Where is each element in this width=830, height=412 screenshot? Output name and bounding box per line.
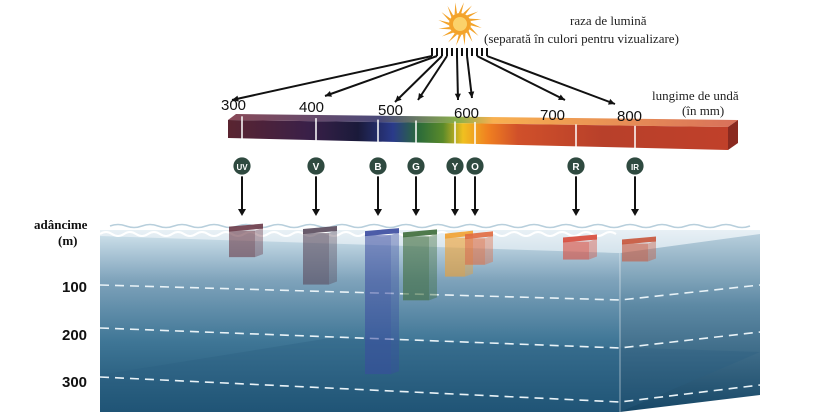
- penetration-column-ir: [622, 236, 656, 262]
- wavelength-label-line1: lungime de undă: [652, 88, 739, 103]
- band-marker-b: B: [367, 119, 389, 216]
- source-label-line1: raza de lumină: [570, 13, 647, 28]
- band-badge: [464, 155, 486, 177]
- band-marker-o: O: [464, 121, 486, 216]
- arrow-down-icon: [451, 209, 459, 216]
- light-ray-arrow: [456, 55, 459, 101]
- water-floor: [100, 338, 760, 412]
- wavelength-tick-labels: 300 400 500 600 700 800: [221, 97, 642, 125]
- light-ray-arrow: [324, 55, 438, 97]
- light-rays: [231, 55, 616, 105]
- penetration-column-uv: [229, 223, 263, 258]
- band-badge: [367, 155, 389, 177]
- band-code-label: Y: [452, 162, 459, 173]
- light-ray-arrow: [417, 55, 448, 101]
- penetration-column-g: [403, 229, 437, 301]
- arrow-head-icon: [608, 98, 615, 105]
- band-marker-v: V: [305, 118, 327, 216]
- spectrum-bar-front: [228, 120, 728, 150]
- water-front-face: [100, 236, 620, 412]
- band-badge: [444, 155, 466, 177]
- penetration-column-v: [303, 226, 337, 285]
- light-ray-arrow: [394, 55, 443, 103]
- band-marker-y: Y: [444, 121, 466, 216]
- depth-label-line1: adâncime: [34, 217, 88, 232]
- band-marker-g: G: [405, 120, 427, 216]
- depth-tick: 100: [62, 279, 87, 296]
- light-ray-arrow: [466, 55, 473, 99]
- wavelength-tick: 800: [617, 108, 642, 125]
- depth-tick: 200: [62, 327, 87, 344]
- light-ray-arrow: [486, 55, 616, 105]
- depth-label-line2: (m): [58, 233, 78, 248]
- depth-gridlines: [99, 284, 761, 403]
- penetration-column-o: [465, 231, 493, 265]
- arrow-head-icon: [468, 91, 475, 98]
- arrow-down-icon: [312, 209, 320, 216]
- penetration-column-b: [365, 228, 399, 375]
- wavelength-tick: 500: [378, 102, 403, 119]
- band-code-label: IR: [631, 163, 639, 172]
- band-badge: [405, 155, 427, 177]
- sun-icon: [431, 2, 488, 56]
- penetration-columns: [229, 223, 656, 375]
- wavelength-label-line2: (în mm): [682, 103, 724, 118]
- band-badge: [565, 155, 587, 177]
- source-label-line2: (separată în culori pentru vizualizare): [484, 31, 679, 46]
- band-code-label: V: [313, 162, 320, 173]
- band-code-label: O: [471, 162, 479, 173]
- arrow-down-icon: [238, 209, 246, 216]
- band-code-label: R: [572, 162, 580, 173]
- depth-tick: 300: [62, 374, 87, 391]
- band-marker-ir: IR: [624, 125, 646, 216]
- band-badge: [305, 155, 327, 177]
- band-code-label: B: [374, 162, 381, 173]
- arrow-head-icon: [558, 94, 565, 100]
- arrow-head-icon: [232, 95, 239, 102]
- light-ray-arrow: [476, 55, 566, 101]
- arrow-down-icon: [631, 209, 639, 216]
- band-markers: UV V B G Y O R IR: [231, 116, 646, 216]
- surface-waves: [99, 231, 617, 237]
- band-code-label: G: [412, 162, 420, 173]
- band-marker-uv: UV: [231, 116, 253, 216]
- light-ray-arrow: [231, 55, 433, 101]
- wavelength-tick: 600: [454, 105, 479, 122]
- water-side-face: [620, 234, 760, 412]
- arrow-down-icon: [572, 209, 580, 216]
- arrow-head-icon: [325, 91, 332, 97]
- spectrum-bar-top: [228, 114, 738, 127]
- arrow-head-icon: [395, 95, 402, 102]
- band-marker-r: R: [565, 124, 587, 216]
- wavelength-tick: 400: [299, 99, 324, 116]
- band-code-label: UV: [236, 163, 248, 172]
- arrow-head-icon: [454, 93, 461, 100]
- band-badge: [624, 155, 646, 177]
- sun-comb: [431, 48, 488, 56]
- surface-waves-back: [109, 223, 751, 229]
- penetration-column-r: [563, 234, 597, 260]
- water-block: [99, 223, 761, 412]
- wavelength-tick: 700: [540, 107, 565, 124]
- arrow-down-icon: [471, 209, 479, 216]
- arrow-head-icon: [418, 93, 425, 100]
- arrow-down-icon: [412, 209, 420, 216]
- band-badge: [231, 155, 253, 177]
- wavelength-tick: 300: [221, 97, 246, 114]
- depth-tick-labels: 100 200 300: [62, 279, 87, 391]
- spectrum-bar: [228, 114, 738, 150]
- arrow-down-icon: [374, 209, 382, 216]
- spectrum-bar-end: [728, 120, 738, 150]
